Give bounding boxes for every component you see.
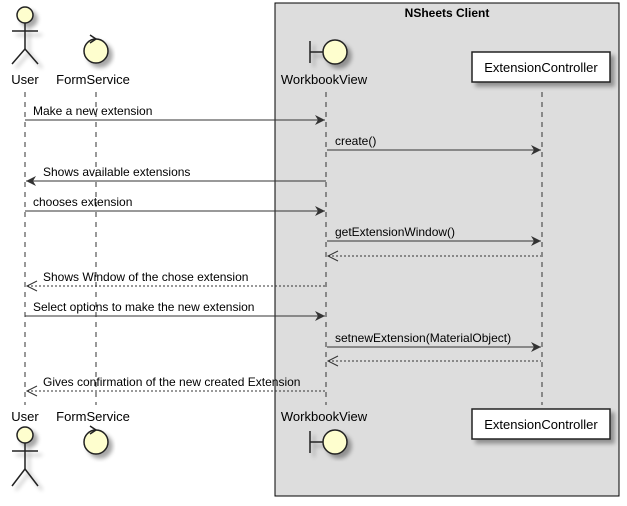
box-title: NSheets Client [405, 6, 490, 20]
user-actor-top: User [11, 6, 39, 87]
message-select-options: Select options to make the new extension [25, 300, 325, 321]
extensioncontroller-label-top: ExtensionController [484, 60, 598, 75]
nsheets-client-box: NSheets Client [274, 2, 620, 497]
message-get-extension-window: getExtensionWindow() [327, 225, 541, 246]
formservice-control-bottom: FormService [56, 409, 130, 455]
user-actor-bottom: User [11, 409, 39, 487]
message-set-new-extension: setnewExtension(MaterialObject) [327, 331, 541, 352]
formservice-control-top: FormService [56, 34, 130, 87]
workbookview-label-top: WorkbookView [281, 72, 368, 87]
message-label: Make a new extension [33, 104, 152, 118]
extensioncontroller-participant-bottom: ExtensionController [471, 408, 611, 440]
message-label: setnewExtension(MaterialObject) [335, 331, 511, 345]
message-chooses-extension: chooses extension [25, 195, 325, 216]
message-label: Gives confirmation of the new created Ex… [43, 375, 300, 389]
user-label-top: User [11, 72, 39, 87]
message-label: Shows available extensions [43, 165, 190, 179]
workbookview-boundary-top: WorkbookView [281, 39, 368, 87]
workbookview-label-bottom: WorkbookView [281, 409, 368, 424]
message-label: chooses extension [33, 195, 132, 209]
workbookview-boundary-bottom: WorkbookView [281, 409, 368, 455]
message-label: Shows Window of the chose extension [43, 270, 248, 284]
message-gives-confirmation: Gives confirmation of the new created Ex… [25, 375, 326, 397]
formservice-label-bottom: FormService [56, 409, 130, 424]
message-shows-available-extensions: Shows available extensions [26, 165, 326, 186]
message-create: create() [327, 134, 541, 155]
message-label: getExtensionWindow() [335, 225, 455, 239]
message-return-1 [326, 250, 541, 262]
message-shows-window: Shows Window of the chose extension [25, 270, 326, 292]
message-label: create() [335, 134, 376, 148]
user-label-bottom: User [11, 409, 39, 424]
message-return-2 [326, 355, 541, 367]
extensioncontroller-participant-top: ExtensionController [471, 51, 611, 83]
message-label: Select options to make the new extension [33, 300, 254, 314]
formservice-label-top: FormService [56, 72, 130, 87]
extensioncontroller-label-bottom: ExtensionController [484, 417, 598, 432]
message-make-new-extension: Make a new extension [25, 104, 325, 125]
